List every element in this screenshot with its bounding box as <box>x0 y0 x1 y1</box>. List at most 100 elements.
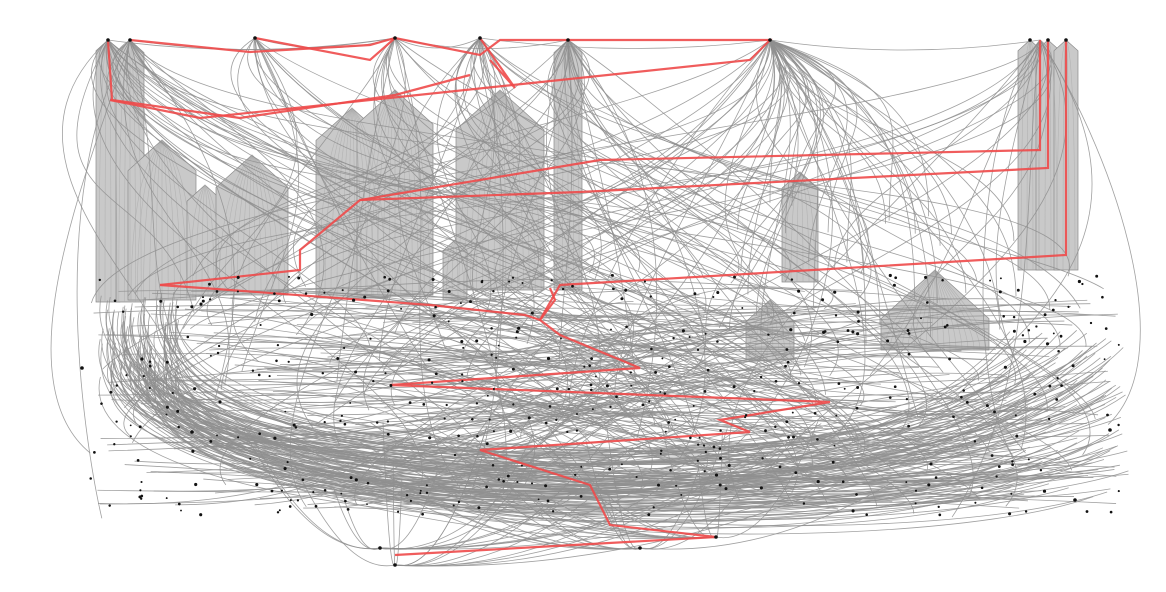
graph-node <box>680 493 683 496</box>
graph-node <box>497 344 500 347</box>
graph-node <box>283 467 287 471</box>
graph-edge <box>106 337 1083 491</box>
graph-node <box>1011 460 1014 463</box>
graph-node <box>907 424 910 428</box>
graph-node <box>98 278 101 282</box>
graph-edge <box>349 331 689 430</box>
graph-node <box>516 480 519 484</box>
graph-edge <box>241 427 381 550</box>
graph-node <box>663 392 667 395</box>
graph-edge <box>296 401 960 482</box>
graph-edge <box>234 329 780 369</box>
graph-node <box>113 443 116 446</box>
graph-node <box>894 276 898 280</box>
graph-node <box>1056 377 1059 380</box>
fan-strand <box>394 89 413 296</box>
graph-node <box>560 337 562 340</box>
fan-strand <box>383 89 396 296</box>
graph-node <box>475 339 479 343</box>
graph-edge <box>241 37 300 372</box>
graph-nodes <box>80 36 1120 567</box>
graph-node <box>702 444 706 447</box>
graph-edge <box>140 314 1104 405</box>
graph-edge <box>164 322 1012 486</box>
fan-strand <box>143 139 163 301</box>
graph-node <box>251 369 255 372</box>
graph-node <box>115 384 119 387</box>
graph-node <box>759 486 763 490</box>
graph-node <box>654 370 658 374</box>
graph-node <box>590 388 593 392</box>
graph-node <box>638 546 642 550</box>
graph-edge <box>394 37 944 373</box>
graph-edge <box>97 309 815 505</box>
graph-edge <box>769 39 852 263</box>
graph-node <box>989 279 992 282</box>
graph-edge <box>477 455 805 504</box>
graph-node <box>609 405 612 408</box>
fan-strand <box>458 89 501 291</box>
graph-edge <box>329 39 1052 364</box>
graph-node <box>659 452 662 455</box>
graph-node <box>469 300 472 304</box>
graph-node <box>389 384 393 387</box>
fan-strand <box>251 154 256 296</box>
graph-node <box>336 357 340 360</box>
graph-node <box>615 395 618 399</box>
graph-node <box>515 336 518 339</box>
graph-edge <box>275 345 1098 409</box>
graph-edge <box>343 497 381 550</box>
graph-edge <box>769 39 938 304</box>
graph-edge <box>122 353 1001 430</box>
graph-node <box>366 503 368 506</box>
graph-edge <box>394 37 481 49</box>
fan-strand <box>377 89 396 296</box>
graph-node <box>1104 327 1108 330</box>
graph-node <box>785 348 789 351</box>
graph-node <box>301 478 305 482</box>
graph-node <box>797 289 801 293</box>
graph-node <box>425 491 429 495</box>
graph-node <box>792 311 796 315</box>
graph-edge <box>50 39 131 454</box>
graph-node <box>974 501 977 504</box>
graph-node <box>186 335 190 339</box>
graph-node <box>943 325 947 329</box>
graph-edge <box>1039 39 1141 425</box>
graph-edge <box>995 39 1041 364</box>
graph-node <box>856 332 860 336</box>
graph-node <box>833 290 837 294</box>
graph-node <box>488 418 491 421</box>
graph-node <box>216 351 220 355</box>
graph-edge <box>321 334 629 432</box>
graph-node <box>486 394 489 397</box>
graph-edge <box>472 37 740 284</box>
graph-edge <box>130 303 1126 485</box>
graph-edge <box>76 39 195 313</box>
graph-edge <box>361 286 817 308</box>
graph-node <box>366 481 370 485</box>
graph-edge <box>117 39 643 493</box>
fan-strand <box>161 139 188 301</box>
graph-node <box>843 387 846 390</box>
graph-node <box>140 357 144 361</box>
graph-node <box>521 282 524 284</box>
graph-node <box>727 463 731 468</box>
graph-node <box>1008 512 1012 516</box>
graph-node <box>834 314 838 317</box>
graph-edge <box>129 39 978 282</box>
graph-node <box>165 360 169 364</box>
graph-node <box>176 409 180 413</box>
graph-node <box>180 509 182 512</box>
graph-edge <box>394 426 488 567</box>
graph-node <box>1010 492 1013 495</box>
graph-node <box>744 416 747 419</box>
graph-node <box>714 473 719 477</box>
graph-edge <box>234 302 835 353</box>
graph-node <box>492 430 495 433</box>
graph-node <box>907 332 911 335</box>
graph-node <box>400 307 403 310</box>
fan-strand <box>242 154 253 296</box>
graph-node <box>620 463 623 466</box>
graph-edge <box>126 39 641 271</box>
